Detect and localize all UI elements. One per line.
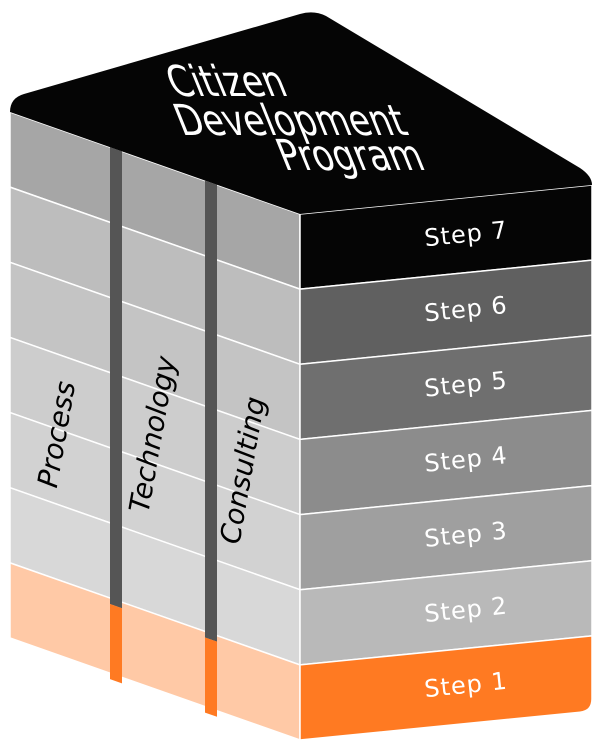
pillar-divider-base-1	[110, 604, 122, 684]
step-band-1	[299, 635, 593, 741]
left-face	[9, 110, 301, 742]
top-face	[10, 12, 592, 215]
pillar-divider-base-2	[205, 637, 217, 717]
top-face-surface	[10, 12, 592, 215]
title-line-3: Program	[269, 131, 432, 181]
pillar-divider-1	[110, 147, 122, 609]
pillar-divider-2	[205, 180, 217, 642]
title-line-2: Development	[166, 96, 414, 146]
title-line-1: Citizen	[158, 57, 294, 107]
right-face	[299, 184, 593, 741]
